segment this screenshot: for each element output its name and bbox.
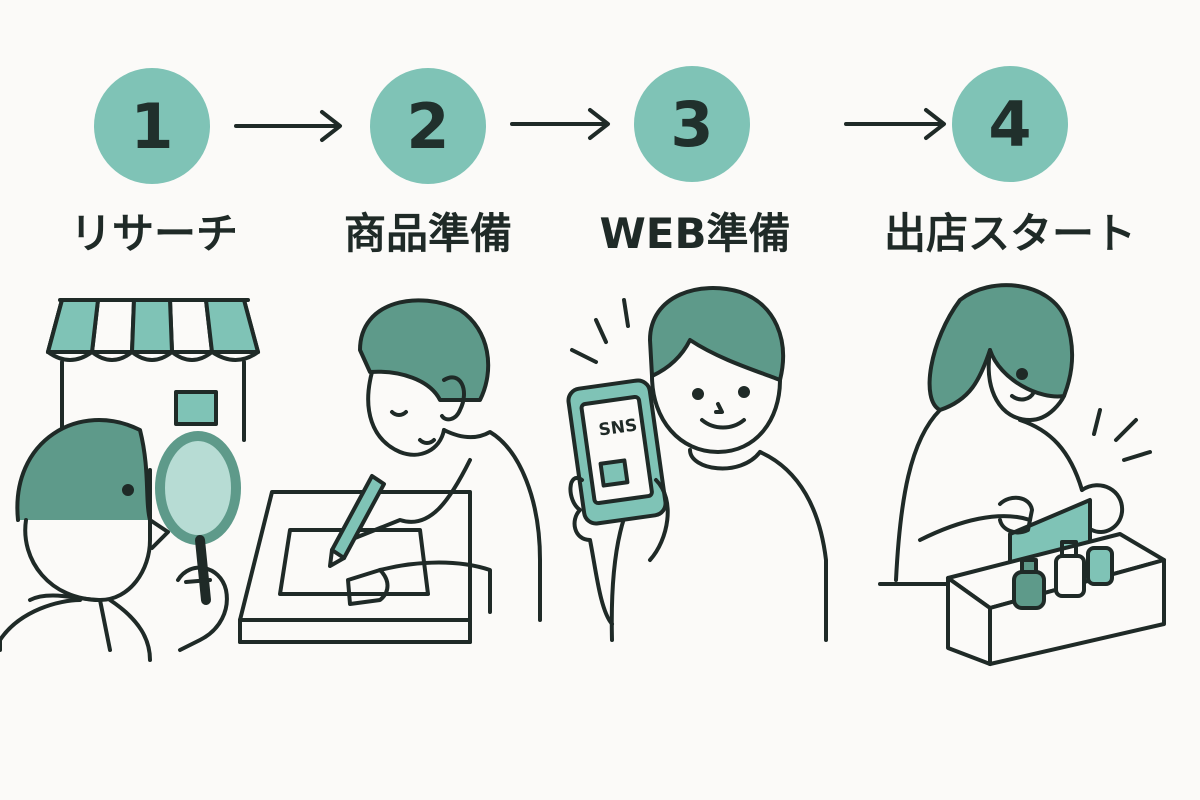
step-4-circle: 4 (952, 66, 1068, 182)
step-2-label: 商品準備 (343, 208, 512, 258)
shop-icon (46, 298, 260, 442)
arrow-right-icon (234, 110, 342, 142)
arrow-right-icon (510, 108, 610, 140)
pencil-icon (328, 474, 386, 568)
box-icon (946, 498, 1166, 666)
writing-illustration (238, 298, 542, 644)
packing-illustration (878, 283, 1166, 666)
step-1-circle: 1 (94, 68, 210, 184)
step-1-label: リサーチ (69, 208, 238, 258)
smartphone-illustration (566, 286, 828, 642)
arrow-right-icon (844, 108, 946, 140)
step-2-circle: 2 (370, 68, 486, 184)
step-3-label: WEB準備 (599, 208, 791, 258)
step-3-circle: 3 (634, 66, 750, 182)
smartphone-icon (566, 378, 668, 526)
magnifier-icon (155, 431, 241, 605)
research-illustration (0, 298, 260, 662)
step-4-label: 出店スタート (883, 208, 1136, 258)
